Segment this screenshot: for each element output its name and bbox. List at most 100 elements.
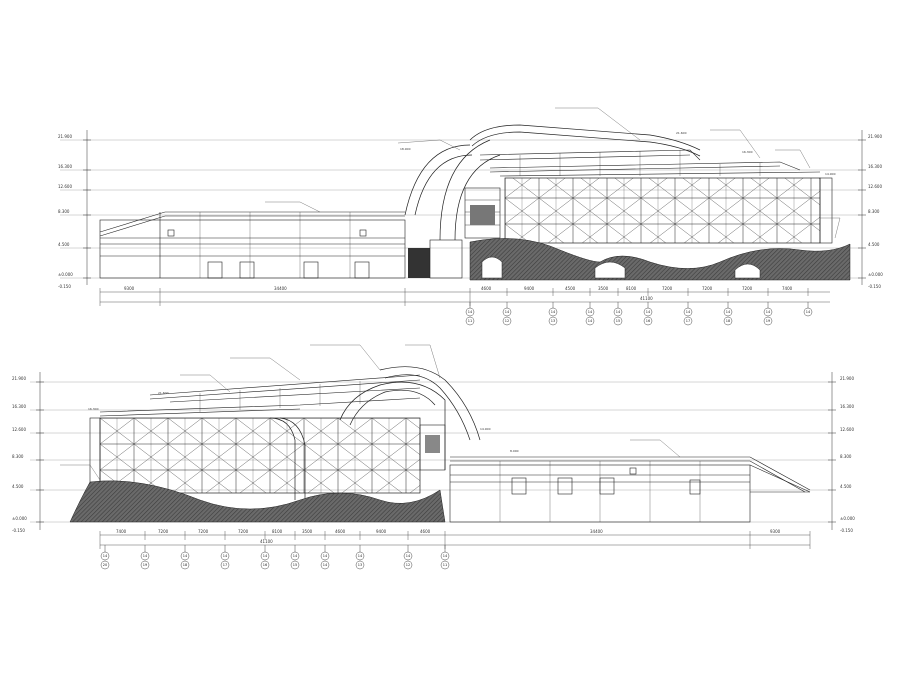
- dimension-text: 7400: [782, 286, 793, 291]
- grid-label: 17: [223, 563, 227, 567]
- spot-level: 21.600: [158, 391, 169, 395]
- roof-bands: [479, 149, 821, 177]
- dimension-text: 7400: [116, 529, 127, 534]
- grid-label: 13: [358, 563, 362, 567]
- spot-levels: 21.600 18.900 16.300 14.900: [400, 131, 836, 176]
- grid-label: 14: [646, 310, 651, 314]
- level-label: 21.900: [12, 376, 26, 381]
- grid-label: 17: [686, 319, 690, 323]
- elevation-lower: 21.900 16.300 12.600 8.300 4.500 ±0.000 …: [12, 344, 855, 570]
- grid-label: 19: [143, 563, 147, 567]
- grid-label: 12: [406, 563, 410, 567]
- grid-label: 14: [443, 554, 448, 558]
- dimension-text: 3500: [598, 286, 609, 291]
- grid-bubble-labels: 14 11 14 12 14 13 14 14 14 15 14 16 14 1…: [468, 310, 811, 323]
- spot-level: 14.900: [825, 172, 836, 176]
- grid-label: 18: [183, 563, 187, 567]
- arch-structure: [269, 366, 481, 500]
- grid-label: 19: [766, 319, 770, 323]
- dimension-texts: 7400 7200 7200 7200 8100 3500 4600 9400 …: [116, 529, 781, 544]
- grid-bubble-labels: 14 20 14 19 14 18 14 17 14 16 14 15 14 1…: [103, 554, 448, 567]
- grid-label: 14: [616, 310, 621, 314]
- spot-level: 21.600: [676, 131, 687, 135]
- level-label: 16.300: [58, 164, 72, 169]
- dimension-text: 3500: [302, 529, 313, 534]
- dimension-text: 4600: [481, 286, 492, 291]
- level-label: ±0.000: [840, 516, 855, 521]
- level-label: 21.900: [840, 376, 854, 381]
- spot-level: 8.000: [510, 449, 519, 453]
- dimension-text: 7200: [662, 286, 673, 291]
- stone-base: [469, 238, 851, 281]
- level-label: 4.500: [868, 242, 880, 247]
- grid-label: 13: [551, 319, 555, 323]
- grid-label: 14: [588, 319, 593, 323]
- level-label: 8.300: [58, 209, 70, 214]
- curtain-wall: [89, 417, 421, 494]
- level-label: 12.600: [868, 184, 882, 189]
- spot-levels: 21.600 16.300 14.900 8.000: [88, 391, 519, 453]
- dimension-text: 34400: [590, 529, 603, 534]
- level-label: -0.150: [58, 284, 71, 289]
- grid-label: 14: [406, 554, 411, 558]
- level-label: 12.600: [58, 184, 72, 189]
- dimension-text: 9300: [124, 286, 135, 291]
- grid-label: 14: [183, 554, 188, 558]
- dimension-text: 7200: [742, 286, 753, 291]
- grid-label: 14: [588, 310, 593, 314]
- level-label: 4.500: [12, 484, 24, 489]
- spot-level: 18.900: [400, 147, 411, 151]
- dimension-text: 4500: [565, 286, 576, 291]
- grid-label: 15: [616, 319, 620, 323]
- level-label: 16.300: [868, 164, 882, 169]
- grid-label: 14: [505, 310, 510, 314]
- stair-core: [408, 187, 501, 279]
- grid-label: 14: [726, 310, 731, 314]
- roof-bands: [99, 374, 421, 417]
- level-label: 8.300: [12, 454, 24, 459]
- right-level-column: 21.900 16.300 12.600 8.300 4.500 ±0.000 …: [828, 372, 855, 533]
- grid-label: 14: [358, 554, 363, 558]
- grid-label: 15: [293, 563, 297, 567]
- dimension-text: 9400: [376, 529, 387, 534]
- grid-label: 14: [223, 554, 228, 558]
- grid-label: 14: [806, 310, 811, 314]
- dimension-text: 9300: [770, 529, 781, 534]
- dimension-lines: [99, 531, 811, 549]
- grid-label: 16: [646, 319, 650, 323]
- grid-label: 14: [293, 554, 298, 558]
- base-openings: [481, 256, 761, 279]
- grid-label: 14: [263, 554, 268, 558]
- grid-label: 11: [468, 319, 472, 323]
- level-label: -0.150: [840, 528, 853, 533]
- podium-block: [449, 456, 811, 523]
- grid-label: 14: [766, 310, 771, 314]
- stair-core: [419, 424, 446, 471]
- grid-label: 14: [468, 310, 473, 314]
- dimension-text: 7200: [238, 529, 249, 534]
- spot-level: 16.300: [742, 150, 753, 154]
- right-level-column: 21.900 16.300 12.600 8.300 4.500 ±0.000 …: [858, 130, 883, 289]
- grid-label: 11: [443, 563, 447, 567]
- dimension-text: 4600: [335, 529, 346, 534]
- level-label: -0.150: [12, 528, 25, 533]
- grid-label: 20: [103, 563, 107, 567]
- level-label: ±0.000: [868, 272, 883, 277]
- left-level-column: 21.900 16.300 12.600 8.300 4.500 ±0.000 …: [58, 130, 91, 289]
- spot-level: 16.300: [88, 407, 99, 411]
- level-label: -0.150: [868, 284, 881, 289]
- spot-level: 14.900: [480, 427, 491, 431]
- dimension-text: 8100: [272, 529, 283, 534]
- dimension-text: 4600: [420, 529, 431, 534]
- level-label: 16.300: [840, 404, 854, 409]
- level-label: 8.300: [868, 209, 880, 214]
- grid-label: 14: [103, 554, 108, 558]
- level-label: 12.600: [840, 427, 854, 432]
- grid-label: 14: [323, 563, 328, 567]
- dimension-text: 41100: [260, 539, 273, 544]
- level-label: 4.500: [840, 484, 852, 489]
- dimension-text: 7200: [158, 529, 169, 534]
- grid-label: 18: [726, 319, 730, 323]
- dimension-text: 8100: [626, 286, 637, 291]
